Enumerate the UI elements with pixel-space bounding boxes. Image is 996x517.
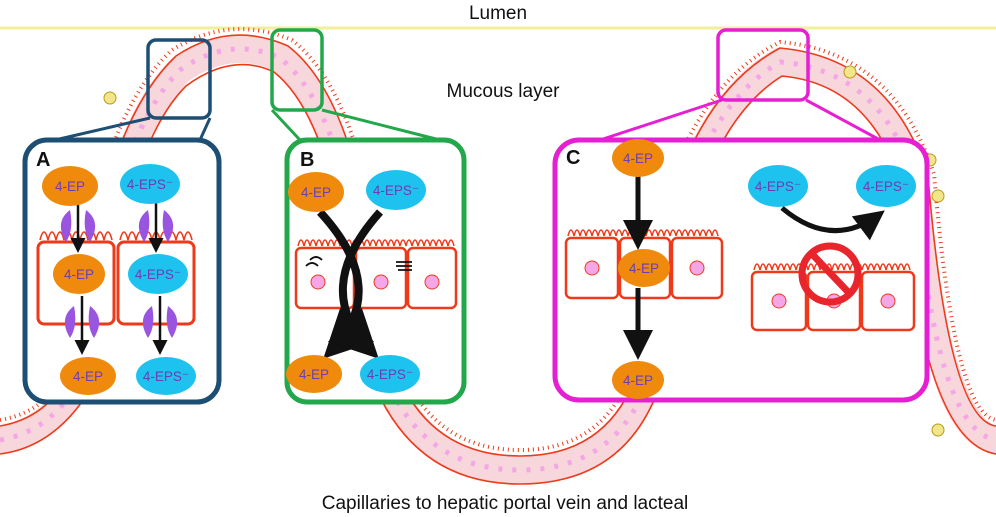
nucleus [373,274,389,290]
molecule-label: 4-EP [55,179,85,194]
molecule-label: 4-EP [629,261,659,276]
brush-border [39,231,113,241]
molecule-label: 4-EPS⁻ [127,177,173,192]
molecule-4-ep [53,254,105,294]
goblet-cell-icon [931,189,945,203]
zoom-box-b [270,28,324,112]
molecule-4-ep [612,139,664,177]
panel-c-letter: C [566,147,580,169]
zoom-box-c [716,28,810,102]
molecule-4-ep [612,361,664,399]
panel-a-letter: A [36,149,50,171]
molecule-4-ep [286,355,342,393]
zoom-connector-c [805,98,881,142]
molecule-label: 4-EPS⁻ [755,179,801,194]
zoom-connector-a [54,116,151,142]
goblet-cell-icon [103,91,117,105]
panel-b-letter: B [300,149,314,171]
nucleus [310,274,326,290]
tight-junction-icon [396,261,412,271]
zoom-box-a [146,38,212,120]
goblet-cell-icon [843,65,857,79]
curved-arrow [780,206,885,241]
molecule-4-eps [748,165,808,207]
panel-b: B 4-EP 4-EPS⁻ 4-EP 4-EPS⁻ [284,137,467,405]
molecule-label: 4-EP [623,151,653,166]
transporter-icon [64,306,100,338]
molecule-4-ep [42,166,98,206]
molecule-label: 4-EPS⁻ [367,367,413,382]
goblet-cell-icon [931,423,945,437]
molecule-label: 4-EP [64,267,94,282]
mucous-layer-label: Mucous layer [447,81,561,102]
molecule-4-ep [288,172,344,212]
molecule-4-eps [856,165,916,207]
molecule-4-ep [60,357,116,395]
capillaries-label: Capillaries to hepatic portal vein and l… [322,493,689,514]
molecule-4-ep [618,249,670,287]
molecule-4-eps [120,164,180,204]
panel-c: C 4-EP 4-EP 4-EP 4-EPS⁻ 4-EPS [552,137,930,403]
panel-a: A 4-EP 4-EPS⁻ 4-EP 4-EPS⁻ 4-EP 4-EPS⁻ [22,137,222,405]
nucleus [424,274,440,290]
transporter-icon [138,210,174,242]
nucleus [771,293,787,309]
zoom-connector-c [599,98,723,142]
nucleus [880,293,896,309]
molecule-label: 4-EP [623,373,653,388]
transporter-icon [142,306,178,338]
tight-junction-icon [305,256,323,267]
molecule-4-eps [360,355,420,393]
paracellular-arrow [327,209,383,359]
zoom-connector-a [198,117,212,141]
lumen-label: Lumen [469,3,527,24]
molecule-label: 4-EPS⁻ [373,183,419,198]
zoom-connector-b [270,108,302,142]
molecule-label: 4-EPS⁻ [863,179,909,194]
brush-border [297,239,455,247]
zoom-connector-b [321,108,441,142]
molecule-4-eps [136,357,196,395]
nucleus [584,260,600,276]
molecule-label: 4-EPS⁻ [135,267,181,282]
molecule-label: 4-EPS⁻ [143,369,189,384]
transporter-icon [60,210,96,242]
nucleus [689,260,705,276]
molecule-label: 4-EP [73,369,103,384]
molecule-4-eps [366,170,426,210]
molecule-label: 4-EP [301,185,331,200]
molecule-4-eps [128,254,188,294]
molecule-label: 4-EP [299,367,329,382]
blocked-icon [798,242,862,306]
